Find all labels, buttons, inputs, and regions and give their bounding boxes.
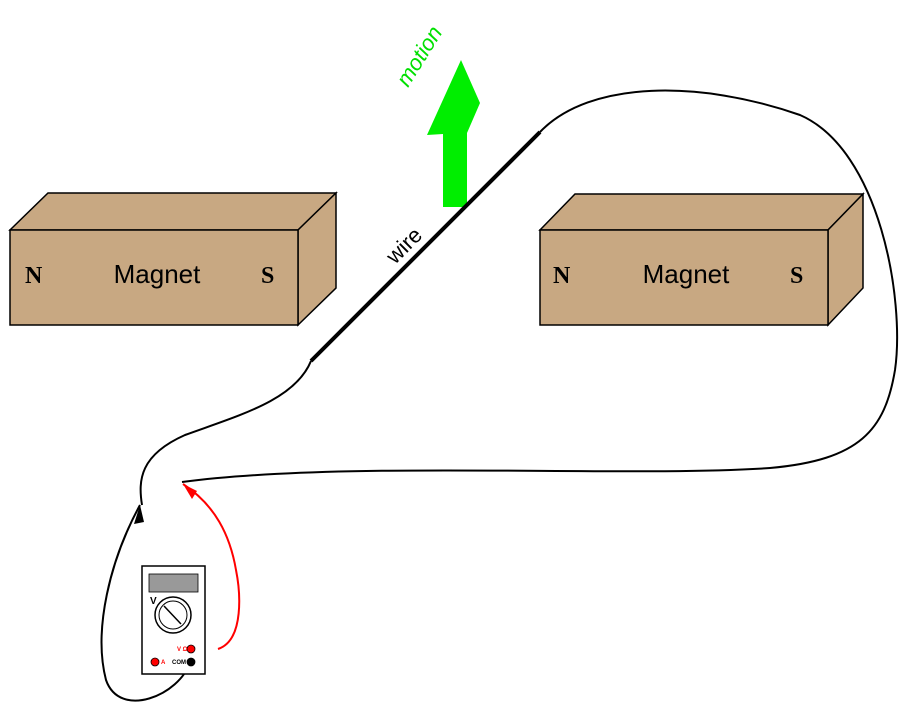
multimeter-dial-pointer [163,605,182,625]
motion-label: motion [391,21,447,90]
jack-a-label: A [161,660,166,666]
right-magnet-label: Magnet [643,259,730,289]
jack-v-ohm [186,644,196,654]
wire-label: wire [380,222,427,269]
black-test-lead [100,504,191,702]
left-magnet-south-label: S [261,263,274,289]
circuit-loop-wire [181,89,899,483]
jack-a [150,657,160,667]
black-lead-arrowhead [134,505,144,524]
jack-v-ohm-label: V Ω [177,647,188,653]
left-magnet: N Magnet S [8,191,338,327]
red-lead-arrowhead [183,484,197,499]
right-magnet-front-face [539,229,829,326]
multimeter: V V Ω A COM [141,565,206,675]
motion-arrow [427,60,480,207]
left-magnet-front-face [9,229,299,326]
right-magnet-top-face [538,193,865,231]
left-lower-wire [139,360,312,506]
multimeter-dial-mark: V [150,596,157,607]
right-magnet-north-label: N [553,263,571,289]
left-magnet-label: Magnet [114,259,201,289]
jack-com [186,657,196,667]
right-magnet: N Magnet S [538,192,865,327]
multimeter-display [148,573,199,593]
wire-segment [309,130,542,363]
right-magnet-south-label: S [790,263,803,289]
jack-com-label: COM [172,660,186,666]
left-magnet-north-label: N [25,263,43,289]
red-test-lead [182,483,241,650]
left-magnet-top-face [8,192,338,231]
